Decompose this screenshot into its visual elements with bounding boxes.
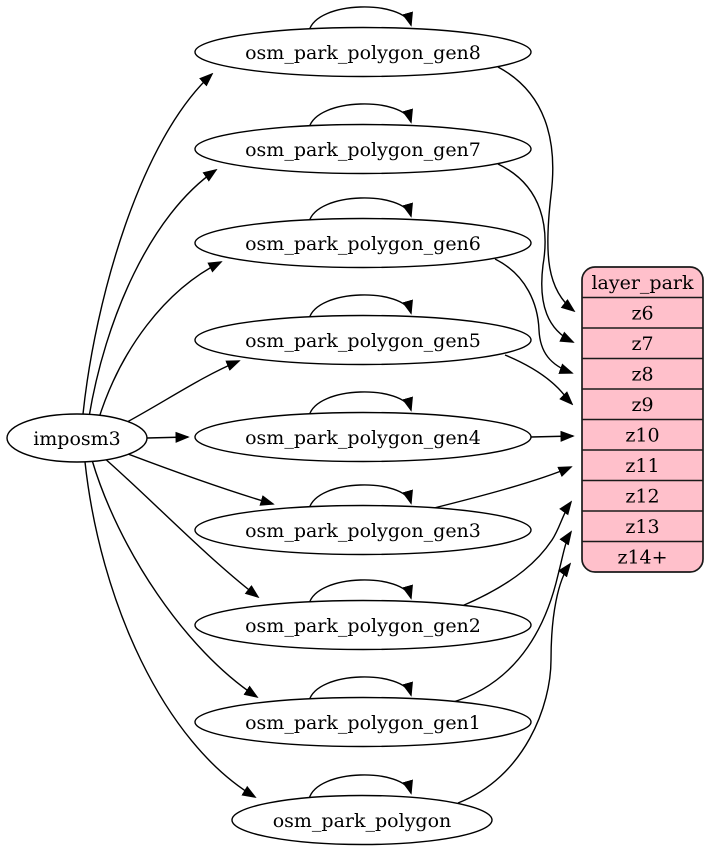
source-edges	[82, 74, 273, 797]
edge-gen8-z6	[497, 66, 574, 311]
gen1-ellipse	[194, 696, 532, 748]
self-loop-polygon	[308, 774, 411, 800]
gen1-label: osm_park_polygon_gen1	[245, 712, 481, 734]
node-osm-park-polygon-gen1: osm_park_polygon_gen1	[194, 696, 532, 748]
gen8-ellipse	[194, 26, 532, 78]
row-z8: z8	[631, 364, 653, 386]
node-layer-park: layer_park z6 z7 z8 z9 z10 z11 z12 z13 z…	[581, 266, 704, 573]
gen6-ellipse	[194, 217, 532, 269]
row-z11: z11	[625, 455, 659, 477]
node-osm-park-polygon-gen8: osm_park_polygon_gen8	[194, 26, 532, 78]
edge-polygon-z14	[457, 564, 570, 804]
row-z9: z9	[631, 394, 653, 416]
gen3-ellipse	[194, 504, 532, 556]
node-imposm3: imposm3	[6, 413, 148, 463]
edge-imposm3-gen5	[115, 361, 239, 429]
edge-imposm3-gen6	[97, 262, 221, 422]
self-loop-gen7	[308, 103, 411, 129]
gen5-ellipse	[194, 314, 532, 366]
edge-imposm3-gen8	[82, 74, 212, 415]
node-osm-park-polygon-gen2: osm_park_polygon_gen2	[194, 599, 532, 651]
edge-gen2-z12	[461, 502, 571, 607]
self-loop-gen8	[308, 6, 411, 32]
edge-gen7-z7	[497, 163, 573, 342]
gen2-ellipse	[194, 599, 532, 651]
node-osm-park-polygon-gen3: osm_park_polygon_gen3	[194, 504, 532, 556]
row-z12: z12	[625, 486, 659, 508]
gen6-label: osm_park_polygon_gen6	[245, 233, 481, 255]
gen5-label: osm_park_polygon_gen5	[245, 330, 481, 352]
layer-park-title: layer_park	[591, 272, 694, 294]
imposm3-label: imposm3	[33, 428, 121, 450]
edge-gen4-z10	[530, 436, 573, 437]
gen7-label: osm_park_polygon_gen7	[245, 139, 481, 161]
node-osm-park-polygon-gen5: osm_park_polygon_gen5	[194, 314, 532, 366]
gen8-label: osm_park_polygon_gen8	[245, 42, 481, 64]
edge-imposm3-gen4	[146, 437, 188, 438]
edge-imposm3-gen3	[119, 450, 273, 504]
imposm3-ellipse	[6, 413, 148, 463]
edge-gen3-z11	[429, 467, 571, 510]
edge-imposm3-gen2	[102, 456, 258, 597]
node-osm-park-polygon-gen6: osm_park_polygon_gen6	[194, 217, 532, 269]
edge-gen1-z13	[449, 532, 571, 704]
edge-imposm3-gen1	[91, 459, 257, 697]
row-z10: z10	[625, 425, 659, 447]
edge-imposm3-gen7	[88, 170, 216, 418]
row-z7: z7	[631, 333, 653, 355]
gen2-label: osm_park_polygon_gen2	[245, 615, 481, 637]
edge-gen5-z9	[504, 354, 572, 404]
node-osm-park-polygon-gen7: osm_park_polygon_gen7	[194, 123, 532, 175]
self-loop-edges	[308, 6, 411, 800]
self-loop-gen4	[308, 391, 411, 417]
gen7-ellipse	[194, 123, 532, 175]
node-osm-park-polygon: osm_park_polygon	[231, 794, 493, 846]
node-osm-park-polygon-gen4: osm_park_polygon_gen4	[194, 411, 532, 463]
self-loop-gen2	[308, 579, 411, 605]
row-z6: z6	[631, 303, 653, 325]
polygon-label: osm_park_polygon	[273, 810, 452, 832]
row-z14: z14+	[617, 547, 667, 569]
self-loop-gen5	[308, 294, 411, 320]
self-loop-gen1	[308, 676, 411, 702]
gen3-label: osm_park_polygon_gen3	[245, 520, 481, 542]
row-z13: z13	[625, 516, 659, 538]
polygon-ellipse	[231, 794, 493, 846]
edge-imposm3-polygon	[84, 461, 255, 797]
self-loop-gen3	[308, 484, 411, 510]
gen4-ellipse	[194, 411, 532, 463]
gen4-label: osm_park_polygon_gen4	[245, 427, 481, 449]
layer-edges	[429, 66, 574, 804]
edge-gen6-z8	[494, 258, 572, 373]
self-loop-gen6	[308, 197, 411, 223]
